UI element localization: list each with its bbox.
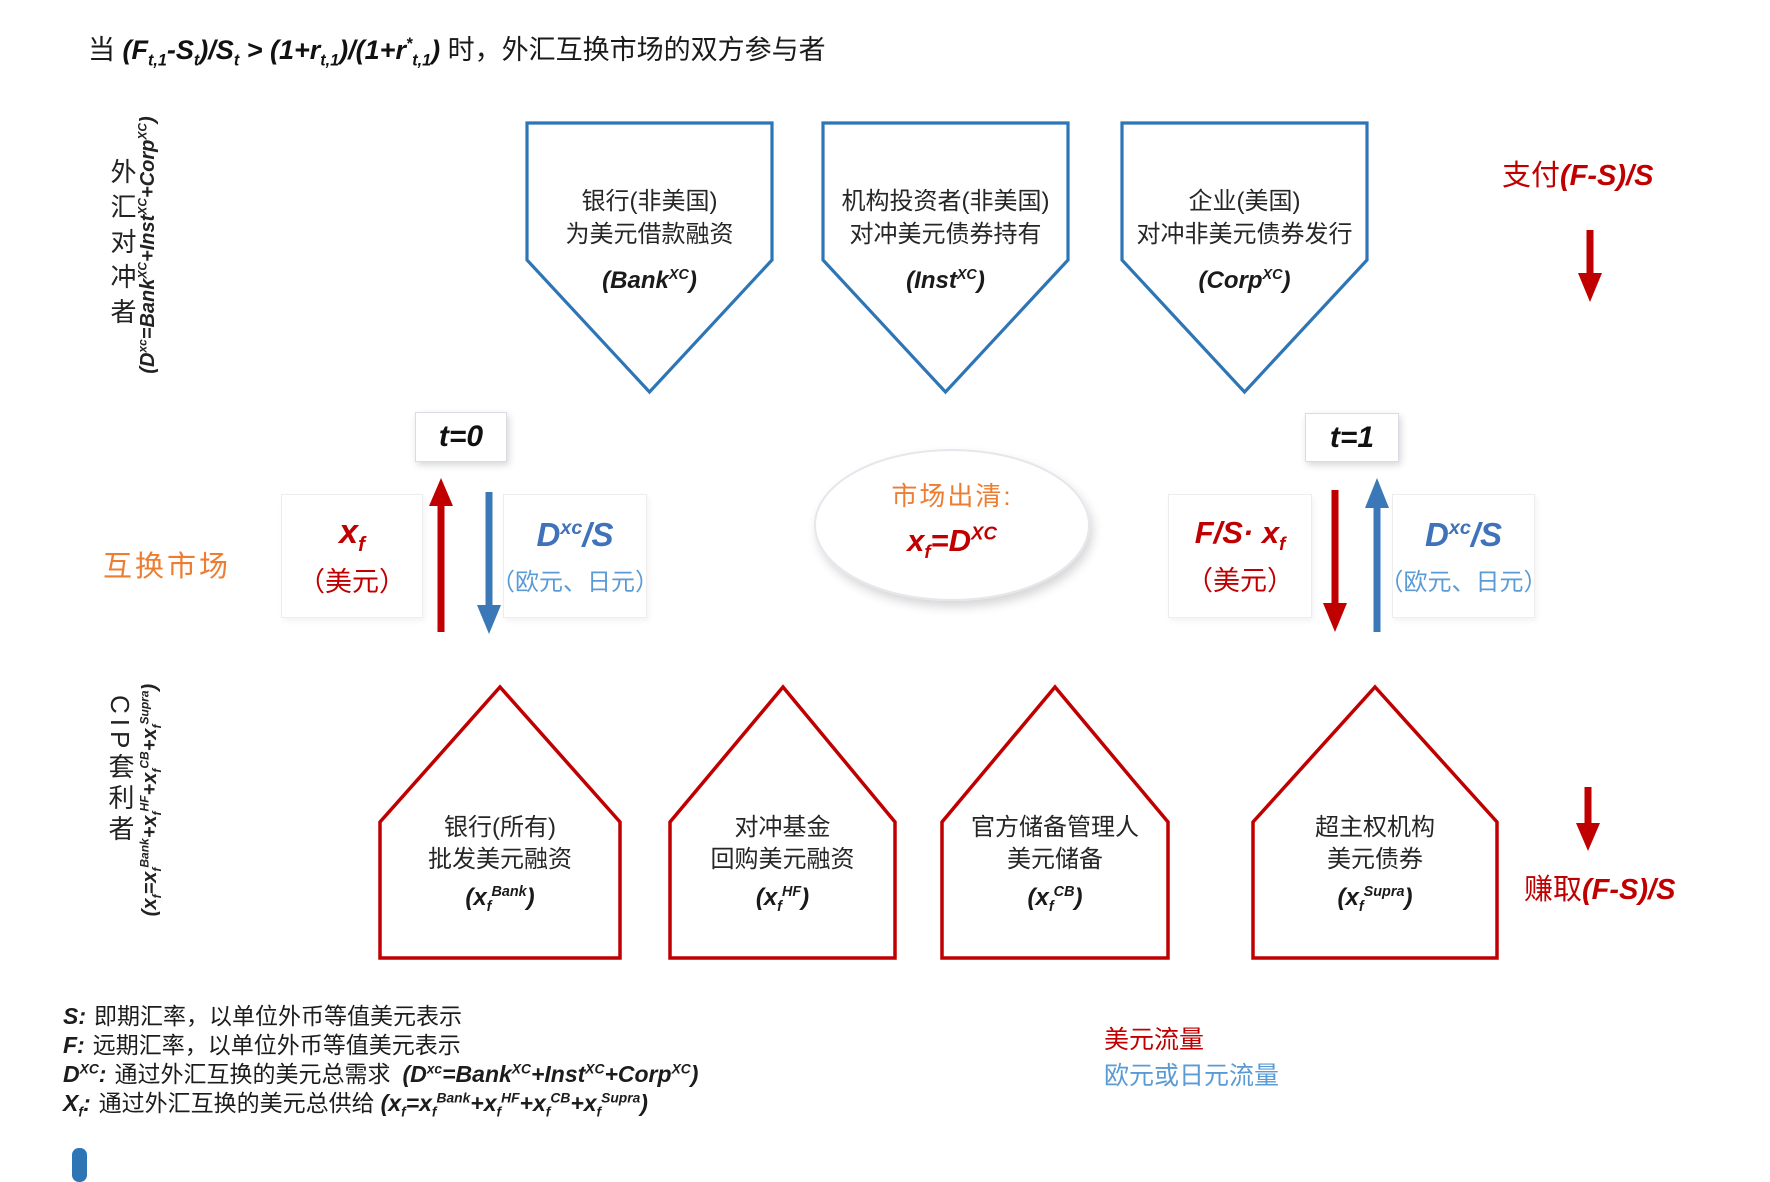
flow-box-t0-usd: xf （美元） xyxy=(281,494,423,618)
earn-label: 赚取(F-S)/S xyxy=(1524,866,1675,908)
house-hf-text: 对冲基金 回购美元融资 (xfHF) xyxy=(670,812,895,915)
flow-t0-usd-formula: xf xyxy=(339,513,365,556)
clearing-ellipse xyxy=(814,449,1090,601)
flow-t0-fx-unit: （欧元、日元） xyxy=(491,568,659,596)
arbitrageurs-axis-label: CIP套利者 xyxy=(105,695,135,847)
pentagon-inst-shape xyxy=(821,121,1070,395)
legend-row-f: F: 远期汇率，以单位外币等值美元表示 xyxy=(63,1031,698,1060)
house-supra-shape xyxy=(1251,684,1499,960)
arrow-usd-down-t1 xyxy=(1323,490,1347,632)
legend-desc-xf: 通过外汇互换的美元总供给 xyxy=(98,1090,375,1116)
legend-term-dxc: DXC: xyxy=(63,1061,107,1087)
earn-formula: (F-S)/S xyxy=(1582,874,1676,906)
house-supra-text: 超主权机构 美元债券 (xfSupra) xyxy=(1253,812,1497,915)
pay-text: 支付 xyxy=(1502,160,1561,192)
title-prefix: 当 xyxy=(88,35,123,65)
legend-formula-dxc: (Dxc=BankXC+InstXC+CorpXC) xyxy=(402,1061,699,1087)
pentagon-corp-text: 企业(美国) 对冲非美元债券发行 (CorpXC) xyxy=(1122,185,1367,295)
legend-desc-s: 即期汇率，以单位外币等值美元表示 xyxy=(94,1003,462,1029)
arrow-earn-down xyxy=(1576,787,1600,851)
house-cb-line1: 官方储备管理人 xyxy=(971,814,1139,841)
flow-t1-usd-unit: （美元） xyxy=(1186,565,1294,596)
house-bank-text: 银行(所有) 批发美元融资 (xfBank) xyxy=(380,812,620,915)
house-hf-line2: 回购美元融资 xyxy=(710,846,855,873)
legend-row-s: S: 即期汇率，以单位外币等值美元表示 xyxy=(63,1002,698,1031)
pentagon-corp-line2: 对冲非美元债券发行 xyxy=(1136,221,1353,248)
house-supra-line2: 美元债券 xyxy=(1327,846,1423,873)
pentagon-bank-text: 银行(非美国) 为美元借款融资 (BankXC) xyxy=(527,185,772,295)
swap-market-label: 互换市场 xyxy=(103,551,232,583)
legend-term-s: S: xyxy=(63,1003,86,1029)
clearing-label: 市场出清: xyxy=(891,481,1013,511)
flow-box-t0-fx: Dxc/S （欧元、日元） xyxy=(491,494,659,618)
legend-desc-f: 远期汇率，以单位外币等值美元表示 xyxy=(92,1032,461,1058)
title-suffix: 时，外汇互换市场的双方参与者 xyxy=(440,35,826,65)
pentagon-corp-caption: (CorpXC) xyxy=(1198,267,1291,294)
flow-legend-fx: 欧元或日元流量 xyxy=(1104,1062,1280,1090)
pay-label: 支付(F-S)/S xyxy=(1502,152,1653,194)
flow-t1-usd-formula: F/S· xf xyxy=(1194,514,1286,554)
arrow-fx-up-t1 xyxy=(1365,478,1389,632)
legend-desc-dxc: 通过外汇互换的美元总需求 xyxy=(114,1061,391,1087)
legend-row-dxc: DXC: 通过外汇互换的美元总需求 (Dxc=BankXC+InstXC+CorpX… xyxy=(63,1060,698,1089)
clearing-formula: xf=DXC xyxy=(907,522,997,563)
hedgers-axis-formula: (Dxc=BankXC+InstXC+CorpXC) xyxy=(135,116,159,374)
pentagon-inst-line2: 对冲美元债券持有 xyxy=(849,221,1042,248)
legend-row-xf: Xf: 通过外汇互换的美元总供给(xf=xfBank+xfHF+xfCB+xfSu… xyxy=(63,1089,698,1120)
flow-t0-usd-unit: （美元） xyxy=(298,567,406,597)
arbitrageurs-axis-formula: (xf=xfBank+xfHF+xfCB+xfSupra) xyxy=(137,683,164,917)
flow-t1-fx-formula: Dxc/S xyxy=(1424,515,1503,553)
house-supra-line1: 超主权机构 xyxy=(1315,814,1435,841)
pentagon-bank-line2: 为美元借款融资 xyxy=(565,221,734,248)
legend-term-f: F: xyxy=(63,1032,85,1058)
pay-formula: (F-S)/S xyxy=(1560,160,1654,192)
house-bank-shape xyxy=(378,684,622,960)
house-hf-caption: (xfHF) xyxy=(755,884,810,915)
pentagon-bank-shape xyxy=(525,121,774,395)
house-hf-shape xyxy=(668,684,897,960)
house-supra-caption: (xfSupra) xyxy=(1337,884,1413,915)
arrow-usd-up-t0 xyxy=(429,478,453,632)
pentagon-corp-shape xyxy=(1120,121,1369,395)
clearing-text: 市场出清: xf=DXC xyxy=(815,476,1089,563)
house-bank-caption: (xfBank) xyxy=(465,884,535,915)
house-cb-line2: 美元储备 xyxy=(1007,846,1103,873)
t1-label: t=1 xyxy=(1305,413,1399,462)
earn-text: 赚取 xyxy=(1524,874,1583,906)
house-cb-text: 官方储备管理人 美元储备 (xfCB) xyxy=(942,812,1168,915)
house-bank-line1: 银行(所有) xyxy=(444,814,556,841)
pentagon-bank-caption: (BankXC) xyxy=(602,267,697,294)
pentagon-inst-text: 机构投资者(非美国) 对冲美元债券持有 (InstXC) xyxy=(823,185,1068,295)
pentagon-bank-line1: 银行(非美国) xyxy=(581,188,718,215)
bottom-left-blue-mark xyxy=(72,1148,87,1182)
t0-label: t=0 xyxy=(415,412,507,462)
house-cb-shape xyxy=(940,684,1170,960)
arrow-pay-down xyxy=(1578,230,1602,302)
arrow-fx-down-t0 xyxy=(477,492,501,634)
legend-formula-xf: (xf=xfBank+xfHF+xfCB+xfSupra) xyxy=(380,1090,648,1120)
pentagon-inst-line1: 机构投资者(非美国) xyxy=(841,188,1050,215)
flow-t1-fx-unit: （欧元、日元） xyxy=(1379,568,1548,596)
house-bank-line2: 批发美元融资 xyxy=(428,846,572,873)
flow-legend-usd: 美元流量 xyxy=(1104,1026,1205,1054)
page-title: 当 (Ft,1-St)/St > (1+rt,1)/(1+r*t,1) 时，外汇… xyxy=(88,28,826,70)
flow-box-t1-usd: F/S· xf （美元） xyxy=(1168,494,1312,618)
pentagon-corp-line1: 企业(美国) xyxy=(1188,188,1301,215)
pentagon-inst-caption: (InstXC) xyxy=(906,267,985,294)
legend-term-xf: Xf: xyxy=(63,1090,91,1120)
legend: S: 即期汇率，以单位外币等值美元表示 F: 远期汇率，以单位外币等值美元表示 DX… xyxy=(63,1002,698,1120)
flow-box-t1-fx: Dxc/S （欧元、日元） xyxy=(1380,494,1548,618)
hedgers-axis-label: 外汇对冲者 xyxy=(107,158,137,333)
title-formula: (Ft,1-St)/St > (1+rt,1)/(1+r*t,1) xyxy=(122,35,441,70)
house-hf-line1: 对冲基金 xyxy=(734,814,831,841)
flow-legend: 美元流量 欧元或日元流量 xyxy=(1104,1022,1279,1094)
flow-t0-fx-formula: Dxc/S xyxy=(536,515,614,553)
house-cb-caption: (xfCB) xyxy=(1027,884,1083,915)
